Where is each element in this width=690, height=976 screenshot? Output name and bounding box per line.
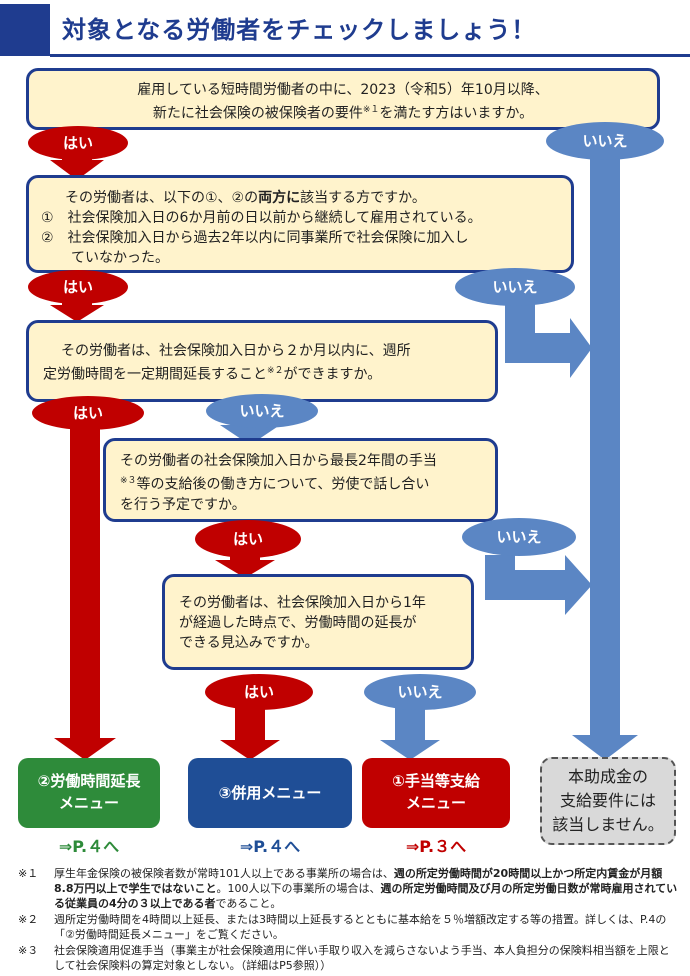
page-title: 対象となる労働者をチェックしましょう！ <box>62 16 537 44</box>
menu-extension[interactable]: ②労働時間延長 メニュー <box>18 758 160 828</box>
question-5-line2: が経過した時点で、労働時間の延長が <box>179 615 417 631</box>
question-4-line2: ※３等の支給後の働き方について、労使で話し合い <box>120 476 430 493</box>
menu-extension-line1: ②労働時間延長 <box>37 772 141 790</box>
question-5-line1: その労働者は、社会保険加入日から1年 <box>179 595 426 611</box>
footnote-2-text: 週所定労働時間を4時間以上延長、または3時間以上延長するとともに基本給を５％増額… <box>54 913 667 941</box>
question-2-item2: ② 社会保険加入日から過去2年以内に同事業所で社会保険に加入し <box>41 230 469 246</box>
footnote-3-text: 社会保険適用促進手当（事業主が社会保険適用に伴い手取り収入を減らさないよう手当、… <box>54 944 670 972</box>
question-4-line3: を行う予定ですか。 <box>120 496 246 513</box>
no-label-q4: いいえ <box>462 518 576 556</box>
question-2-lead: その労働者は、以下の①、②の両方に該当する方ですか。 <box>65 190 426 206</box>
footnote-3: ※３ 社会保険適用促進手当（事業主が社会保険適用に伴い手取り収入を減らさないよう… <box>18 943 678 973</box>
no-arrow-q2 <box>505 295 592 378</box>
header-underline <box>50 54 690 57</box>
not-eligible-line1: 本助成金の <box>567 767 648 786</box>
not-eligible-box: 本助成金の 支給要件には 該当しません。 <box>540 757 676 845</box>
footnote-1: ※１ 厚生年金保険の被保険者数が常時101人以上である事業所の場合は、週の所定労… <box>18 867 678 910</box>
menu-extension-line2: メニュー <box>58 794 119 812</box>
yes-label-q4: はい <box>195 520 301 558</box>
no-label-q5: いいえ <box>364 674 476 710</box>
question-1-line2: 新たに社会保険の被保険者の要件※１を満たす方はいますか。 <box>152 105 534 122</box>
yes-arrow-q4 <box>215 555 275 578</box>
question-5-line3: できる見込みですか。 <box>179 635 319 651</box>
no-arrow-q4 <box>485 555 592 615</box>
menu-allowance-line1: ①手当等支給 <box>392 772 480 790</box>
question-2: その労働者は、以下の①、②の両方に該当する方ですか。 ① 社会保険加入日の6か月… <box>26 175 574 273</box>
menu-allowance-line2: メニュー <box>405 794 466 812</box>
menu-allowance[interactable]: ①手当等支給 メニュー <box>362 758 510 828</box>
link-extension-page[interactable]: ⇒P.４へ <box>58 837 120 856</box>
question-1-line1: 雇用している短時間労働者の中に、2023（令和5）年10月以降、 <box>137 82 549 98</box>
no-label-q2: いいえ <box>455 268 575 306</box>
yes-label-q1: はい <box>28 126 128 160</box>
question-2-item2-cont: ていなかった。 <box>71 250 169 266</box>
yes-label-q2: はい <box>28 270 128 304</box>
yes-arrow-main <box>54 420 116 760</box>
menu-combined[interactable]: ③併用メニュー <box>188 758 352 828</box>
yes-label-q3: はい <box>32 396 144 430</box>
footnote-1-mark: ※１ <box>18 867 39 880</box>
footnote-2-mark: ※２ <box>18 913 39 926</box>
header-accent-bar <box>0 4 50 56</box>
question-3-line2: 定労働時間を一定期間延長すること※２ができますか。 <box>43 366 382 383</box>
no-label-q3: いいえ <box>206 394 318 428</box>
not-eligible-line3: 該当しません。 <box>552 815 664 834</box>
yes-arrow-q5 <box>220 700 280 760</box>
not-eligible-line2: 支給要件には <box>559 791 656 810</box>
footnotes: ※１ 厚生年金保険の被保険者数が常時101人以上である事業所の場合は、週の所定労… <box>18 866 678 974</box>
question-3-line1: その労働者は、社会保険加入日から２か月以内に、週所 <box>61 343 411 359</box>
question-3: その労働者は、社会保険加入日から２か月以内に、週所 定労働時間を一定期間延長する… <box>26 320 498 402</box>
question-4: その労働者の社会保険加入日から最長2年間の手当 ※３等の支給後の働き方について、… <box>103 438 498 522</box>
question-1: 雇用している短時間労働者の中に、2023（令和5）年10月以降、 新たに社会保険… <box>26 68 660 130</box>
link-combined-page[interactable]: ⇒P.４へ <box>239 837 301 856</box>
footnote-3-mark: ※３ <box>18 944 39 957</box>
question-4-line1: その労働者の社会保険加入日から最長2年間の手当 <box>120 453 437 469</box>
no-arrow-main <box>572 145 638 760</box>
link-allowance-page[interactable]: ⇒P.３へ <box>405 837 467 856</box>
no-arrow-q5 <box>380 700 440 760</box>
header: 対象となる労働者をチェックしましょう！ <box>0 0 690 58</box>
question-2-item1: ① 社会保険加入日の6か月前の日以前から継続して雇用されている。 <box>41 210 482 226</box>
yes-label-q5: はい <box>205 674 313 710</box>
no-label-q1: いいえ <box>546 122 664 160</box>
footnote-2: ※２ 週所定労働時間を4時間以上延長、または3時間以上延長するとともに基本給を５… <box>18 912 678 942</box>
menu-combined-line1: ③併用メニュー <box>218 784 322 802</box>
question-5: その労働者は、社会保険加入日から1年 が経過した時点で、労働時間の延長が できる… <box>162 574 474 670</box>
